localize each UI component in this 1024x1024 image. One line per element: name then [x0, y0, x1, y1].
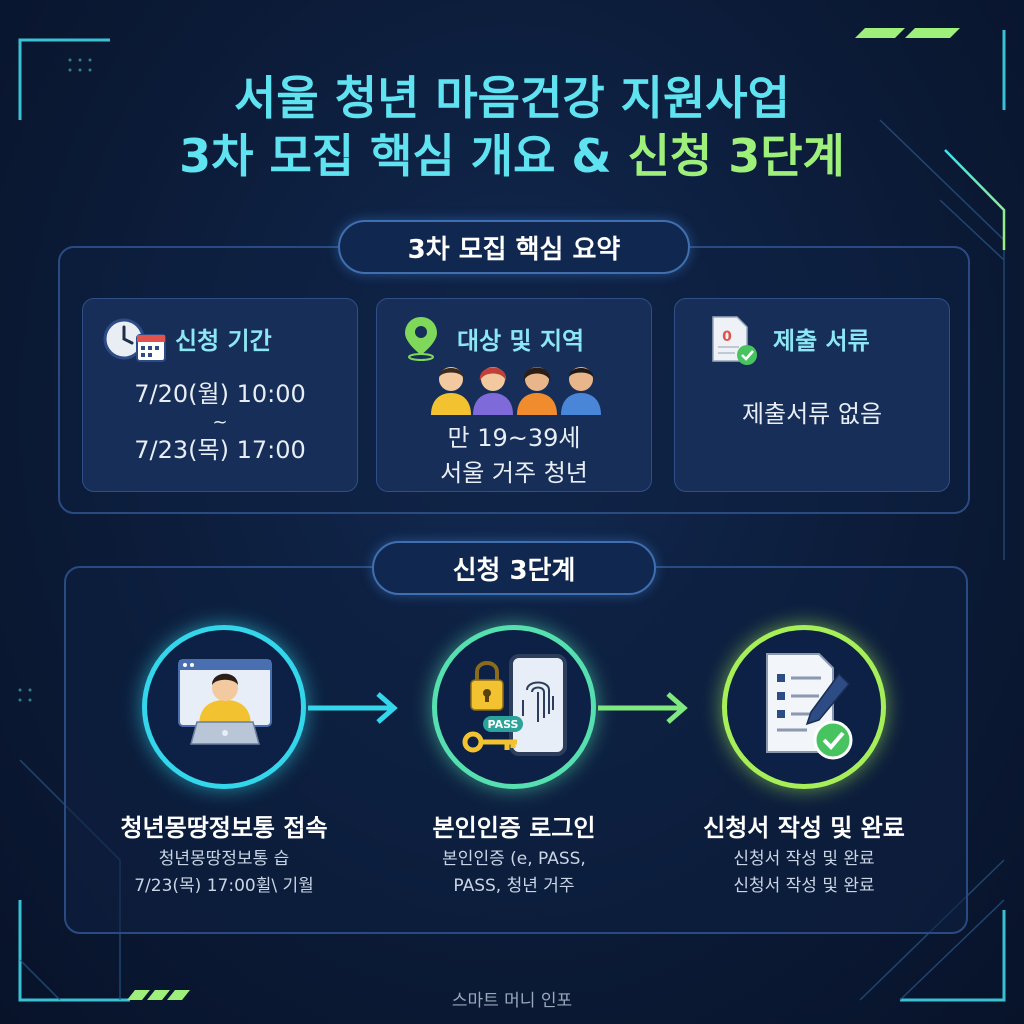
period-separator: ~ — [212, 411, 228, 433]
title-line-2-part-2: 신청 3단계 — [627, 128, 845, 183]
card-target-region: 대상 및 지역 만 19~39 — [376, 298, 652, 492]
step-3-desc-line-1: 신청서 작성 및 완료 — [733, 849, 875, 869]
arrow-right-icon — [308, 692, 398, 724]
card-title-target: 대상 및 지역 — [457, 327, 585, 355]
target-region: 서울 거주 청년 — [440, 458, 588, 487]
step-1-desc-line-1: 청년몽땅정보통 습 — [158, 849, 290, 869]
title-line-2-part-1: 3차 모집 핵심 개요 & — [179, 128, 628, 183]
step-2-desc-line-2: PASS, 청년 거주 — [453, 876, 575, 897]
target-age: 만 19~39세 — [447, 424, 581, 452]
step-1-title: 청년몽땅정보통 접속 — [120, 814, 328, 842]
step-3-desc: 신청서 작성 및 완료 신청서 작성 및 완료 — [654, 846, 954, 900]
period-end: 7/23(목) 17:00 — [134, 436, 306, 465]
card-text-documents: 제출서류 없음 — [675, 397, 949, 432]
step-1-desc-line-2: 7/23(목) 17:00휠\ 기월 — [134, 876, 314, 897]
steps-heading: 신청 3단계 — [372, 541, 656, 595]
documents-none: 제출서류 없음 — [741, 400, 883, 428]
page-title: 서울 청년 마음건강 지원사업 3차 모집 핵심 개요 & 신청 3단계 — [0, 70, 1024, 185]
card-text-target: 만 19~39세 서울 거주 청년 — [377, 421, 651, 491]
card-application-period: 신청 기간 7/20(월) 10:00 ~ 7/23(목) 17:00 — [82, 298, 358, 492]
step-2-title: 본인인증 로그인 — [432, 814, 596, 842]
footer-brand: 스마트 머니 인포 — [451, 991, 573, 1011]
arrow-right-icon — [598, 692, 688, 724]
clock-calendar-icon — [103, 318, 166, 362]
card-documents: 0 제출 서류 제출서류 없음 — [674, 298, 950, 492]
step-1-desc: 청년몽땅정보통 습 7/23(목) 17:00휠\ 기월 — [74, 846, 374, 900]
svg-text:0: 0 — [722, 329, 732, 345]
title-line-1: 서울 청년 마음건강 지원사업 — [234, 71, 790, 125]
pass-label: PASS — [488, 718, 519, 731]
card-title-period: 신청 기간 — [175, 327, 272, 355]
step-1-circle — [142, 625, 306, 789]
step-2-desc: 본인인증 (e, PASS, PASS, 청년 거주 — [364, 846, 664, 900]
form-check-icon — [766, 653, 853, 760]
document-check-icon: 0 — [712, 316, 757, 365]
step-2-desc-line-1: 본인인증 (e, PASS, — [442, 849, 586, 869]
step-3-title: 신청서 작성 및 완료 — [703, 814, 905, 842]
fingerprint-phone-icon: PASS — [462, 654, 567, 756]
title-line-2: 3차 모집 핵심 개요 & 신청 3단계 — [0, 128, 1024, 186]
period-start: 7/20(월) 10:00 — [134, 380, 306, 408]
step-3-desc-line-2: 신청서 작성 및 완료 — [733, 876, 875, 897]
card-title-documents: 제출 서류 — [773, 327, 870, 355]
location-pin-icon — [405, 317, 437, 361]
young-people-group-icon — [431, 367, 601, 415]
laptop-user-icon — [178, 659, 272, 745]
card-text-period: 7/20(월) 10:00 ~ 7/23(목) 17:00 — [83, 377, 357, 468]
summary-heading: 3차 모집 핵심 요약 — [338, 220, 690, 274]
step-2-circle: PASS — [432, 625, 596, 789]
step-3-circle — [722, 625, 886, 789]
